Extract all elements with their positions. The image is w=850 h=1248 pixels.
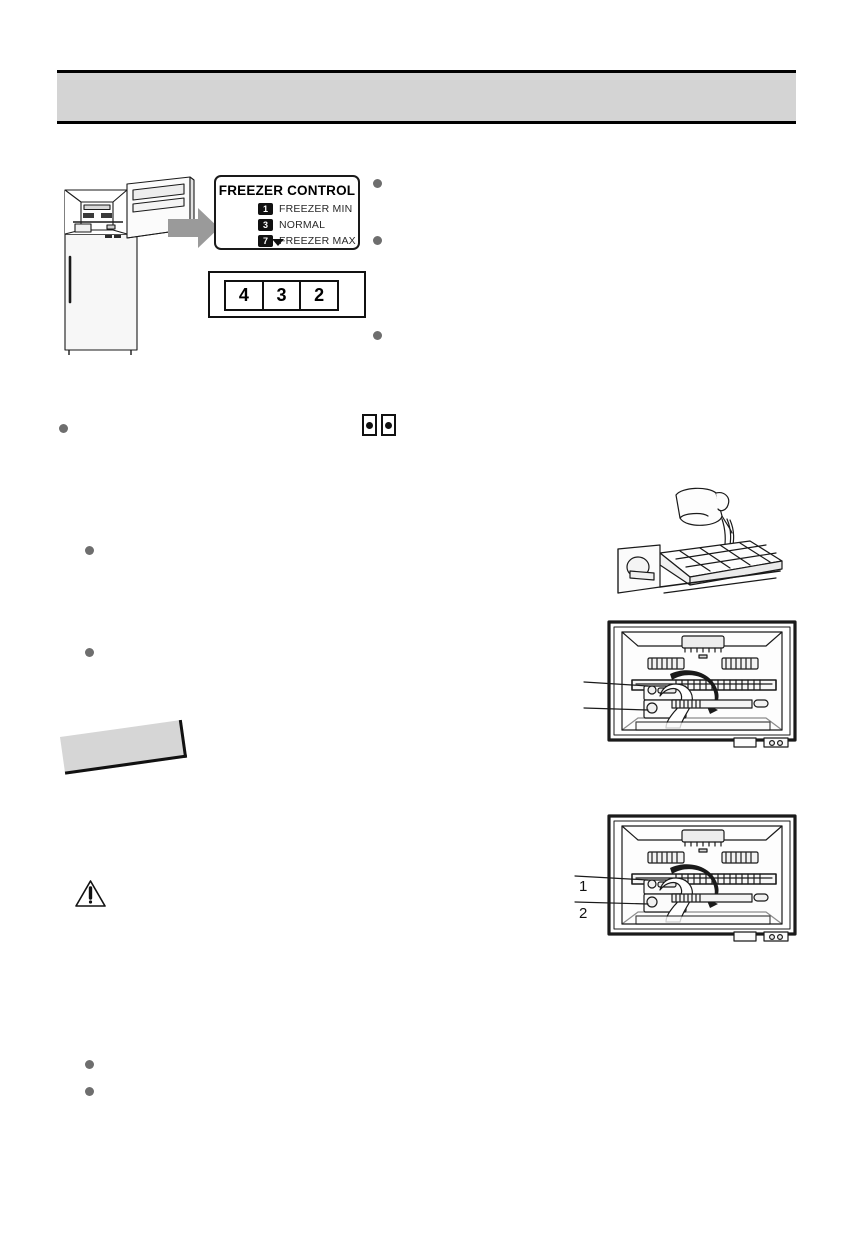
page-header-banner	[57, 70, 796, 124]
diagram-label-1: 1	[579, 878, 588, 895]
freezer-control-panel[interactable]: FREEZER CONTROL 1 FREEZER MIN 3 NORMAL 7…	[214, 175, 360, 250]
setting-row: 1 FREEZER MIN	[258, 201, 356, 216]
pouring-water-illustration	[604, 483, 800, 603]
bullet-dot-icon	[85, 1087, 94, 1096]
freezer-control-settings-list: 1 FREEZER MIN 3 NORMAL 7 FREEZER MAX	[258, 201, 356, 249]
setting-label: FREEZER MAX	[279, 234, 356, 247]
subsection-banner	[60, 719, 188, 775]
setting-label: NORMAL	[279, 218, 326, 231]
refrigerator-illustration	[57, 172, 207, 357]
setting-badge: 1	[258, 202, 273, 215]
diagram-label-2: 2	[579, 905, 588, 922]
freezer-interior-illustration-unlabeled	[583, 618, 805, 750]
setting-badge: 3	[258, 218, 273, 231]
freezer-interior-illustration-labeled	[574, 812, 805, 944]
bullet-dot-icon	[373, 179, 382, 188]
round-dot-button-icon[interactable]	[381, 414, 396, 436]
setting-label: FREEZER MIN	[279, 202, 353, 215]
bullet-dot-icon	[373, 236, 382, 245]
digit-cell[interactable]: 2	[314, 285, 325, 305]
digit-cell[interactable]: 4	[226, 282, 264, 309]
bullet-dot-icon	[85, 546, 94, 555]
digit-cells-group: 4 3 2	[224, 280, 339, 311]
bullet-dot-icon	[373, 331, 382, 340]
setting-row: 7 FREEZER MAX	[258, 233, 356, 248]
bullet-dot-icon	[59, 424, 68, 433]
triangle-down-icon	[272, 239, 284, 246]
dot-buttons-group[interactable]	[362, 414, 396, 436]
pointer-arrow-icon	[168, 206, 220, 250]
setting-row: 3 NORMAL	[258, 217, 356, 232]
round-dot-button-icon[interactable]	[362, 414, 377, 436]
bullet-dot-icon	[85, 648, 94, 657]
freezer-control-title: FREEZER CONTROL	[218, 183, 356, 198]
setting-badge: 7	[258, 234, 273, 247]
digit-cell[interactable]: 3	[264, 282, 302, 309]
temperature-digit-display[interactable]: 4 3 2	[208, 271, 366, 318]
warning-triangle-icon	[74, 879, 107, 909]
bullet-dot-icon	[85, 1060, 94, 1069]
